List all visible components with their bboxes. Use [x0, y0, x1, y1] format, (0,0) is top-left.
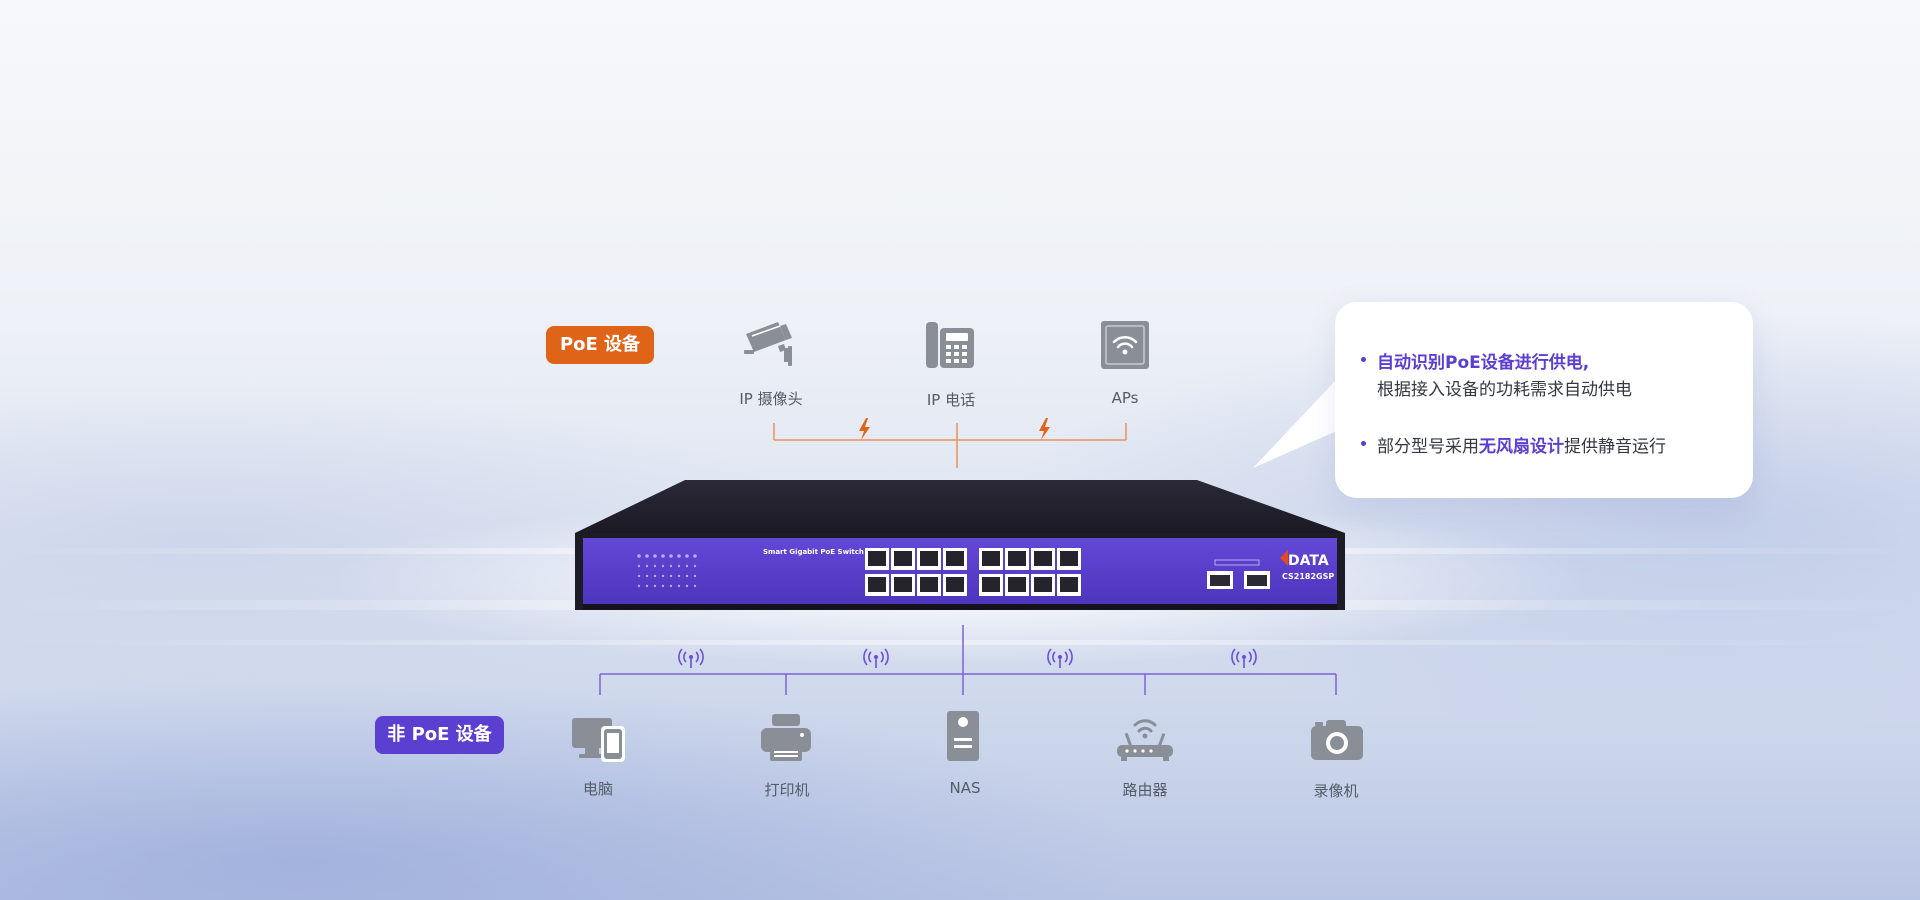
light-streak	[0, 640, 1920, 645]
computer-phone-icon	[572, 718, 625, 762]
device-label-ip-phone: IP 电话	[926, 391, 976, 409]
access-point-icon	[1101, 321, 1149, 369]
status-led	[669, 564, 673, 568]
bullet-dot	[1361, 357, 1366, 362]
device-label-computer: 电脑	[582, 780, 613, 798]
camera-icon	[1311, 720, 1363, 760]
status-led	[677, 574, 681, 578]
feature-text-after: 提供静音运行	[1564, 437, 1666, 457]
status-led	[645, 574, 649, 578]
feature-text-before: 部分型号采用	[1377, 437, 1479, 457]
status-led	[637, 554, 641, 558]
printer-icon	[761, 714, 811, 761]
status-led	[669, 584, 673, 588]
signal-icon	[863, 648, 889, 668]
device-label-router: 路由器	[1122, 781, 1168, 799]
signal-icon	[1047, 648, 1073, 668]
device-label-nas: NAS	[949, 779, 981, 797]
brand-logo: DATA	[1288, 553, 1329, 569]
callout-pointer	[1253, 365, 1350, 468]
switch-title: Smart Gigabit PoE Switch	[763, 548, 864, 556]
status-led	[685, 564, 689, 568]
nas-icon	[947, 711, 979, 761]
status-led	[677, 554, 681, 558]
power-bolt-icon	[1039, 418, 1050, 440]
status-led	[669, 574, 673, 578]
power-bolt-icon	[859, 418, 870, 440]
ip-phone-icon	[926, 322, 974, 368]
non-poe-connector	[599, 625, 1337, 695]
feature-item-auto-power-detail: 根据接入设备的功耗需求自动供电	[1377, 380, 1632, 400]
status-led	[645, 564, 649, 568]
cctv-camera-icon	[744, 322, 792, 366]
status-led	[693, 554, 697, 558]
device-label-video-recorder: 录像机	[1313, 782, 1359, 800]
status-led	[637, 564, 641, 568]
feature-highlight: 无风扇设计	[1479, 437, 1564, 457]
status-led	[693, 584, 697, 588]
status-led	[685, 584, 689, 588]
router-icon	[1117, 719, 1173, 761]
status-led	[637, 574, 641, 578]
device-label-aps: APs	[1111, 389, 1139, 407]
sfp-ports	[1207, 559, 1270, 589]
brand-logo-mark	[1280, 550, 1288, 566]
ethernet-ports	[865, 548, 1081, 596]
poe-devices-badge: PoE 设备	[546, 326, 654, 364]
status-led	[685, 574, 689, 578]
status-led	[693, 564, 697, 568]
device-label-ip-camera: IP 摄像头	[739, 390, 803, 408]
device-label-printer: 打印机	[764, 781, 810, 799]
status-led	[653, 554, 657, 558]
status-led	[653, 584, 657, 588]
status-led	[693, 574, 697, 578]
feature-highlight: 自动识别PoE设备进行供电,	[1377, 353, 1590, 373]
status-led	[661, 574, 665, 578]
signal-icon	[678, 648, 704, 668]
feature-item-auto-power: 自动识别PoE设备进行供电,	[1361, 348, 1590, 373]
status-led	[669, 554, 673, 558]
status-led	[685, 554, 689, 558]
status-led	[677, 564, 681, 568]
signal-icon	[1231, 648, 1257, 668]
poe-connector	[773, 423, 1127, 468]
non-poe-devices-badge: 非 PoE 设备	[375, 716, 504, 754]
status-led	[661, 584, 665, 588]
status-led	[653, 574, 657, 578]
switch-model: CS2182GSP	[1282, 572, 1334, 581]
poe-switch-image: Smart Gigabit PoE Switch DATA CS2182GSP	[575, 480, 1345, 610]
status-led	[653, 564, 657, 568]
bullet-dot	[1361, 441, 1366, 446]
status-led	[661, 564, 665, 568]
status-led	[677, 584, 681, 588]
status-led	[637, 584, 641, 588]
feature-item-fanless: 部分型号采用无风扇设计提供静音运行	[1361, 432, 1666, 457]
feature-callout: 自动识别PoE设备进行供电, 根据接入设备的功耗需求自动供电 部分型号采用无风扇…	[1335, 302, 1753, 498]
status-led	[661, 554, 665, 558]
status-led	[645, 554, 649, 558]
status-led-matrix	[637, 554, 697, 588]
status-led	[645, 584, 649, 588]
